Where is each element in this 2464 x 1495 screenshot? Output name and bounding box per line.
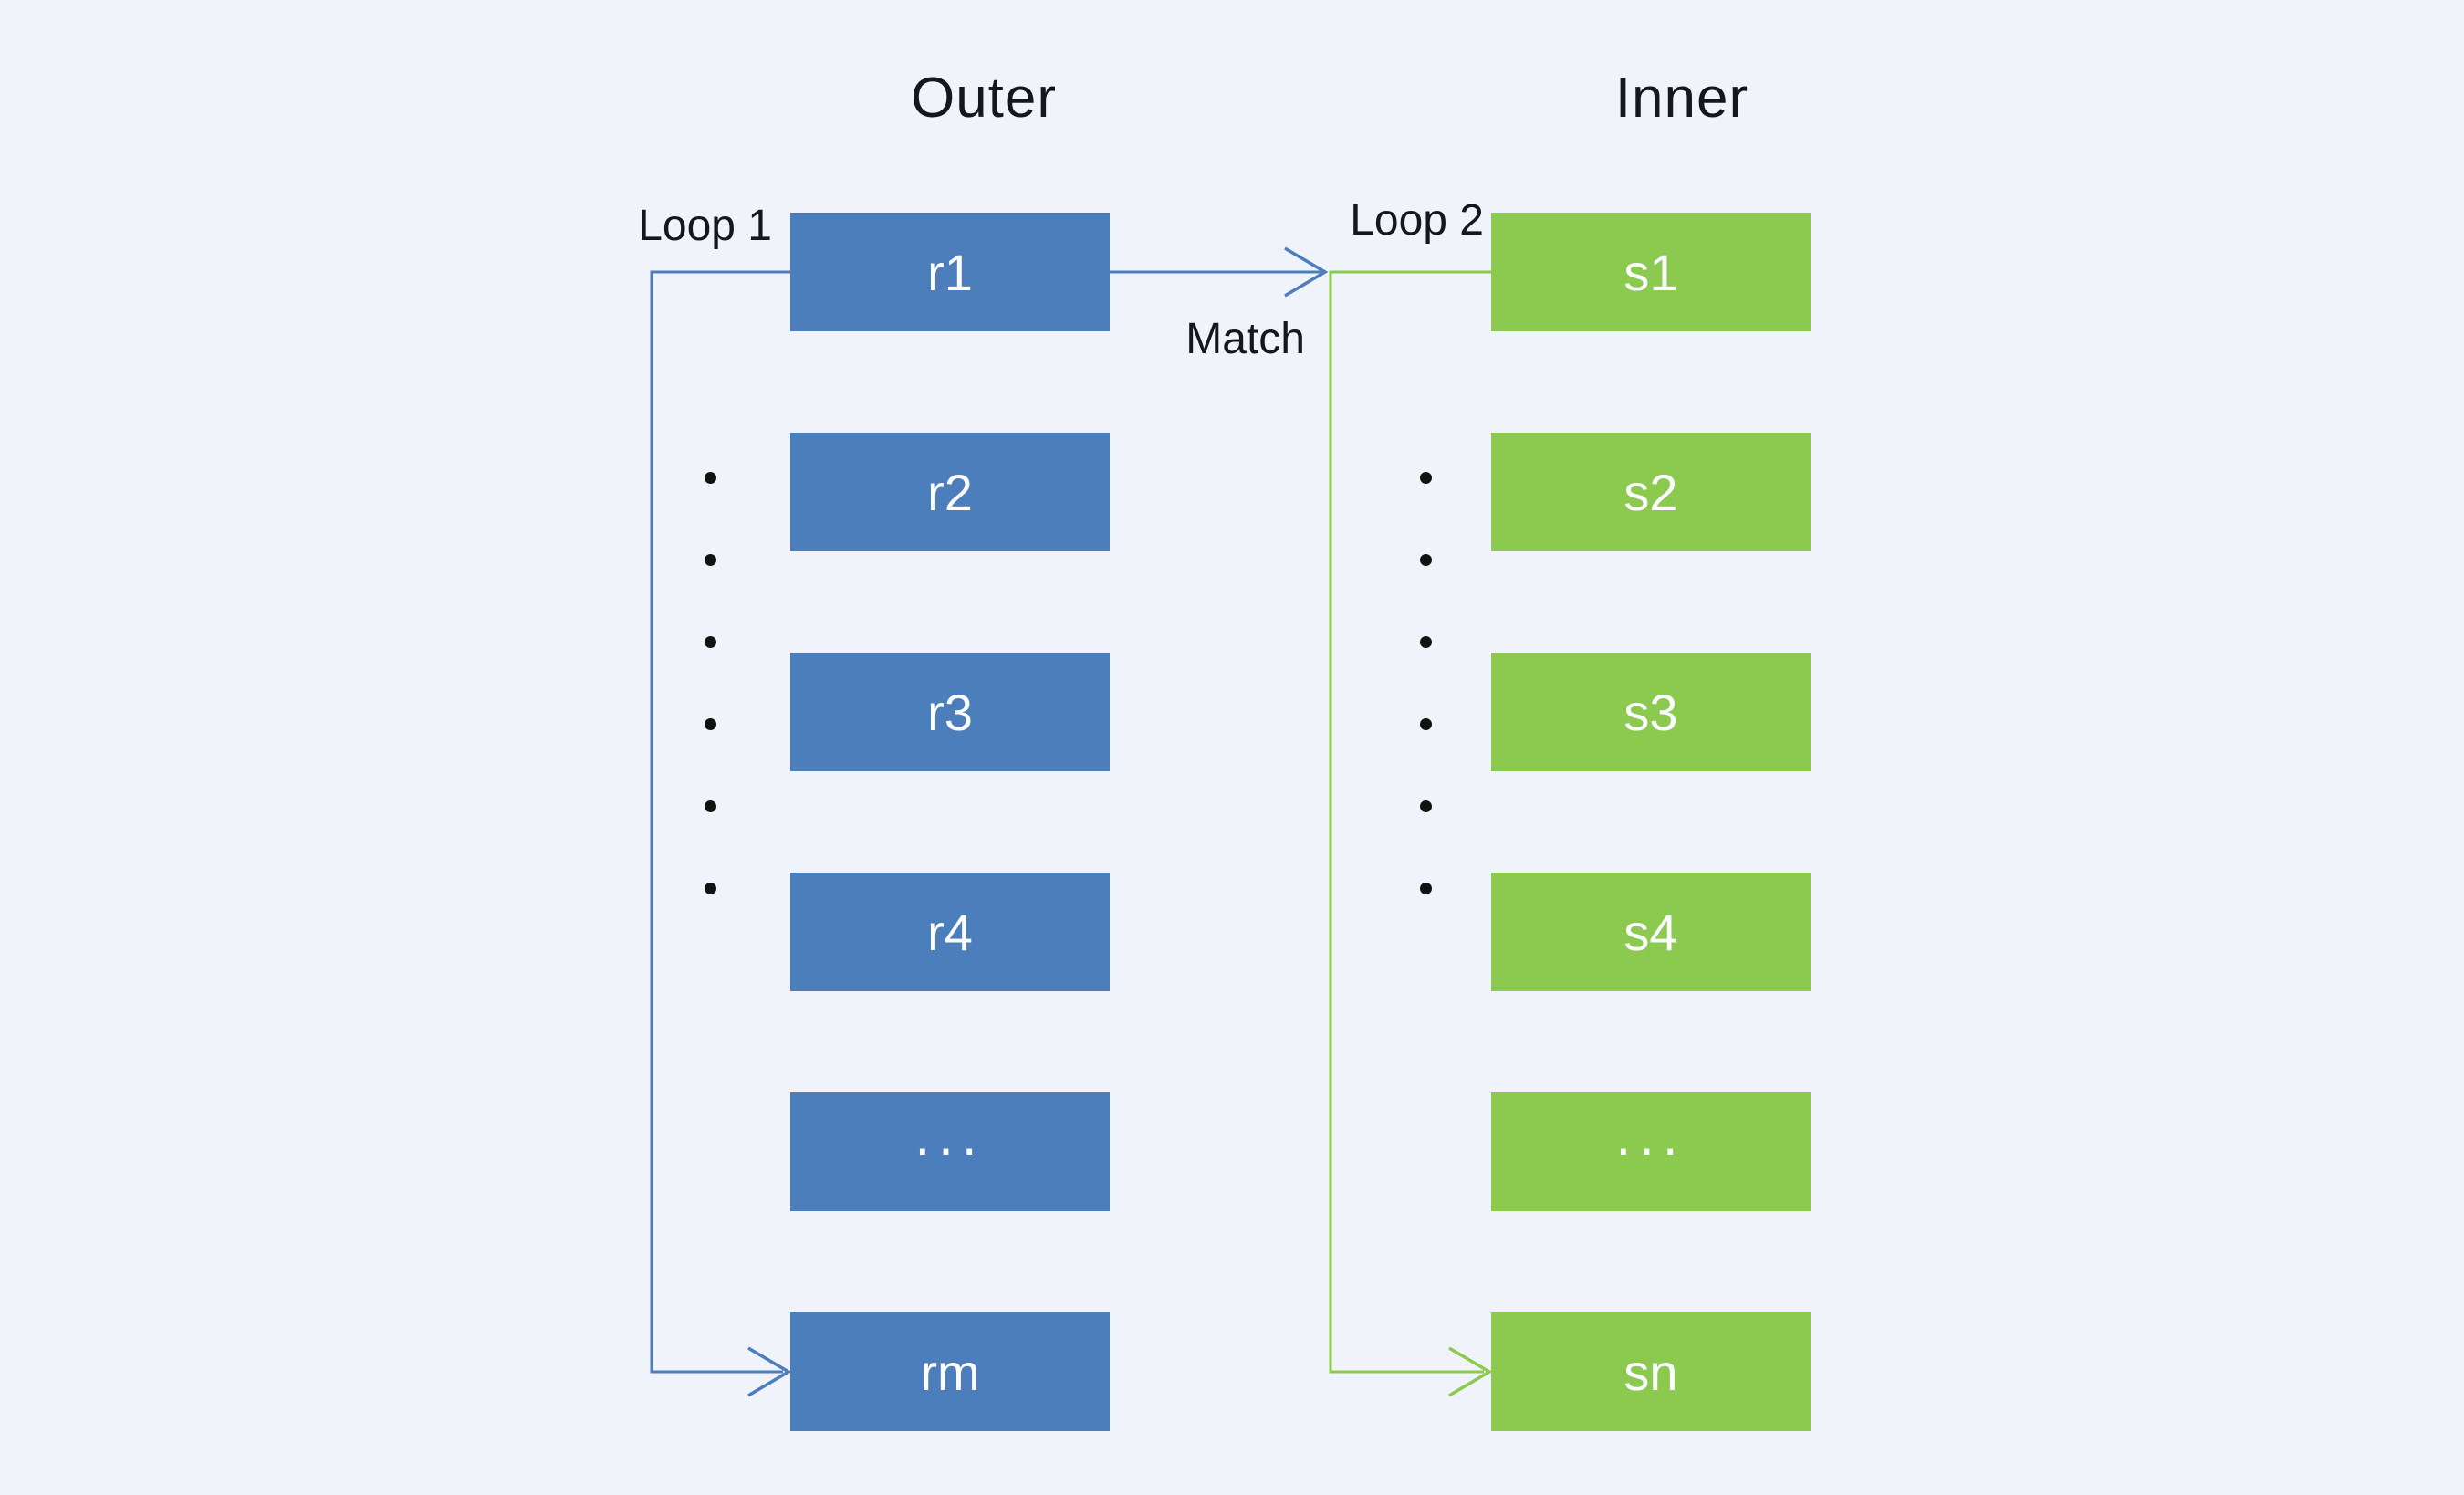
ellipsis-dot: [705, 472, 716, 484]
loop1-label: Loop 1: [638, 202, 772, 250]
loop2-arrowhead-icon: [1448, 1346, 1493, 1397]
inner-row-ellipsis: ...: [1491, 1092, 1811, 1211]
match-arrowhead-icon: [1284, 246, 1329, 298]
match-label: Match: [1185, 315, 1305, 363]
outer-row-ellipsis: ...: [790, 1092, 1110, 1211]
ellipsis-dot: [705, 800, 716, 812]
ellipsis-dot: [1420, 554, 1432, 566]
outer-row-r2-label: r2: [927, 463, 973, 521]
outer-row-rm: rm: [790, 1312, 1110, 1431]
outer-row-r1-label: r1: [927, 243, 973, 301]
ellipsis-dot: [705, 554, 716, 566]
outer-row-ellipsis-label: ...: [914, 1104, 986, 1166]
ellipsis-dot: [705, 883, 716, 894]
outer-row-r1: r1: [790, 213, 1110, 331]
outer-row-r3-label: r3: [927, 683, 973, 741]
inner-row-s3-label: s3: [1624, 683, 1678, 741]
outer-row-r4: r4: [790, 873, 1110, 991]
inner-row-s4-label: s4: [1624, 903, 1678, 961]
ellipsis-dot: [1420, 472, 1432, 484]
inner-row-s4: s4: [1491, 873, 1811, 991]
ellipsis-dot: [705, 718, 716, 730]
inner-row-sn: sn: [1491, 1312, 1811, 1431]
outer-row-r4-label: r4: [927, 903, 973, 961]
ellipsis-dot: [1420, 800, 1432, 812]
loop1-connector-line: [650, 270, 790, 1374]
loop1-arrowhead-icon: [747, 1346, 792, 1397]
outer-row-r3: r3: [790, 653, 1110, 771]
inner-row-sn-label: sn: [1624, 1343, 1678, 1401]
outer-row-rm-label: rm: [920, 1343, 980, 1401]
ellipsis-dot: [1420, 883, 1432, 894]
inner-row-s3: s3: [1491, 653, 1811, 771]
outer-dots-column: [705, 472, 716, 894]
inner-row-ellipsis-label: ...: [1615, 1104, 1686, 1166]
ellipsis-dot: [705, 636, 716, 648]
inner-row-s2-label: s2: [1624, 463, 1678, 521]
inner-row-s1-label: s1: [1624, 243, 1678, 301]
loop2-label: Loop 2: [1350, 196, 1484, 245]
inner-row-s1: s1: [1491, 213, 1811, 331]
loop2-connector-line: [1329, 270, 1491, 1374]
outer-column-title: Outer: [910, 67, 1058, 130]
ellipsis-dot: [1420, 636, 1432, 648]
inner-dots-column: [1420, 472, 1432, 894]
inner-column-title: Inner: [1614, 67, 1749, 130]
inner-row-s2: s2: [1491, 433, 1811, 551]
outer-row-r2: r2: [790, 433, 1110, 551]
ellipsis-dot: [1420, 718, 1432, 730]
